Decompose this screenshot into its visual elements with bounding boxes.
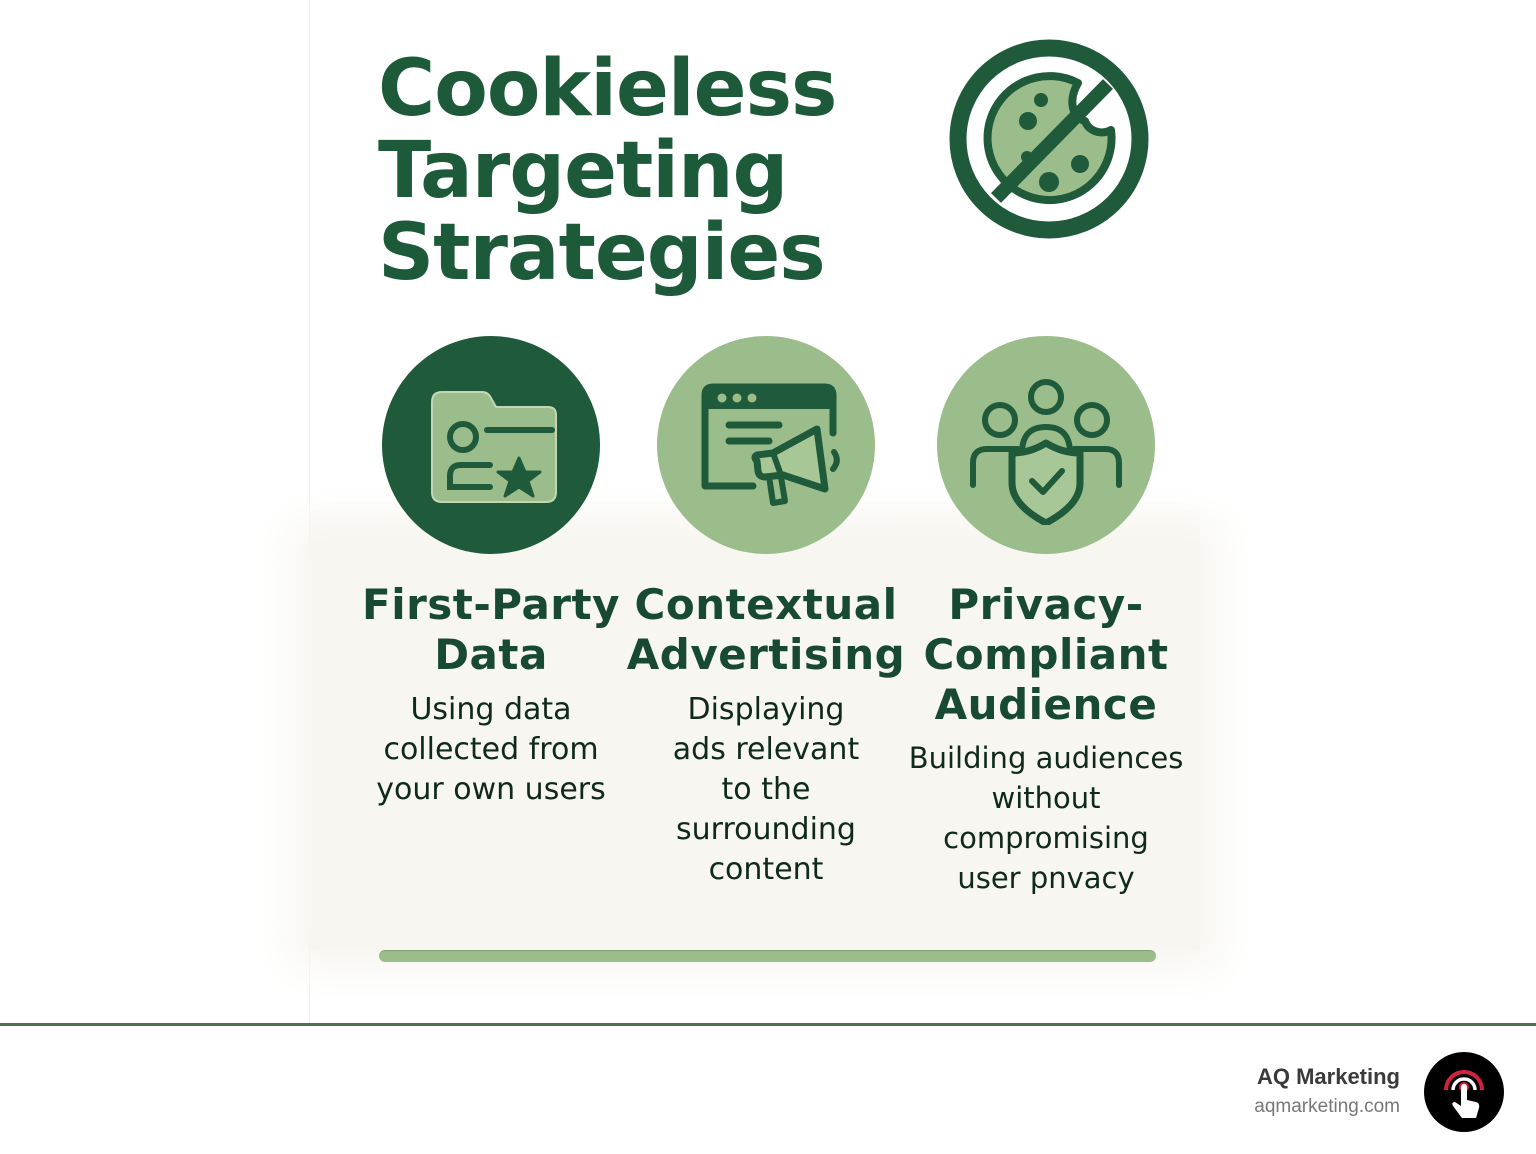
brand-block: AQ Marketing aqmarketing.com bbox=[1254, 1062, 1400, 1122]
strategy-description: Using data collected from your own users bbox=[376, 692, 606, 807]
group-shield-check-icon bbox=[937, 336, 1155, 554]
title-line: Targeting bbox=[378, 126, 788, 216]
strategy-description: Displaying ads relevant to the surroundi… bbox=[672, 692, 860, 887]
page-title: Cookieless Targeting Strategies bbox=[378, 44, 837, 298]
strategy-title: Contextual Advertising bbox=[626, 580, 906, 679]
strategy-card-contextual-advertising: Contextual Advertising Displaying ads re… bbox=[616, 336, 916, 890]
strategy-card-privacy-compliant-audience: Privacy- Compliant Audience Building aud… bbox=[896, 336, 1196, 898]
browser-megaphone-icon bbox=[657, 336, 875, 554]
strategy-title: Privacy- Compliant Audience bbox=[923, 580, 1169, 729]
tap-pointer-icon bbox=[1424, 1052, 1504, 1132]
no-cookie-icon bbox=[948, 38, 1150, 240]
accent-bar bbox=[379, 950, 1156, 962]
user-folder-star-icon bbox=[382, 336, 600, 554]
brand-name: AQ Marketing bbox=[1256, 1064, 1400, 1089]
strategies-panel bbox=[310, 540, 1200, 950]
title-line: Cookieless bbox=[378, 44, 837, 134]
title-line: Strategies bbox=[378, 208, 826, 298]
page-edge-divider bbox=[309, 0, 310, 1024]
footer-divider bbox=[0, 1023, 1536, 1026]
strategy-description: Building audiences without compromising … bbox=[908, 741, 1184, 895]
strategy-title: First-Party Data bbox=[362, 580, 620, 679]
brand-url[interactable]: aqmarketing.com bbox=[1254, 1096, 1400, 1117]
strategy-card-first-party-data: First-Party Data Using data collected fr… bbox=[341, 336, 641, 810]
